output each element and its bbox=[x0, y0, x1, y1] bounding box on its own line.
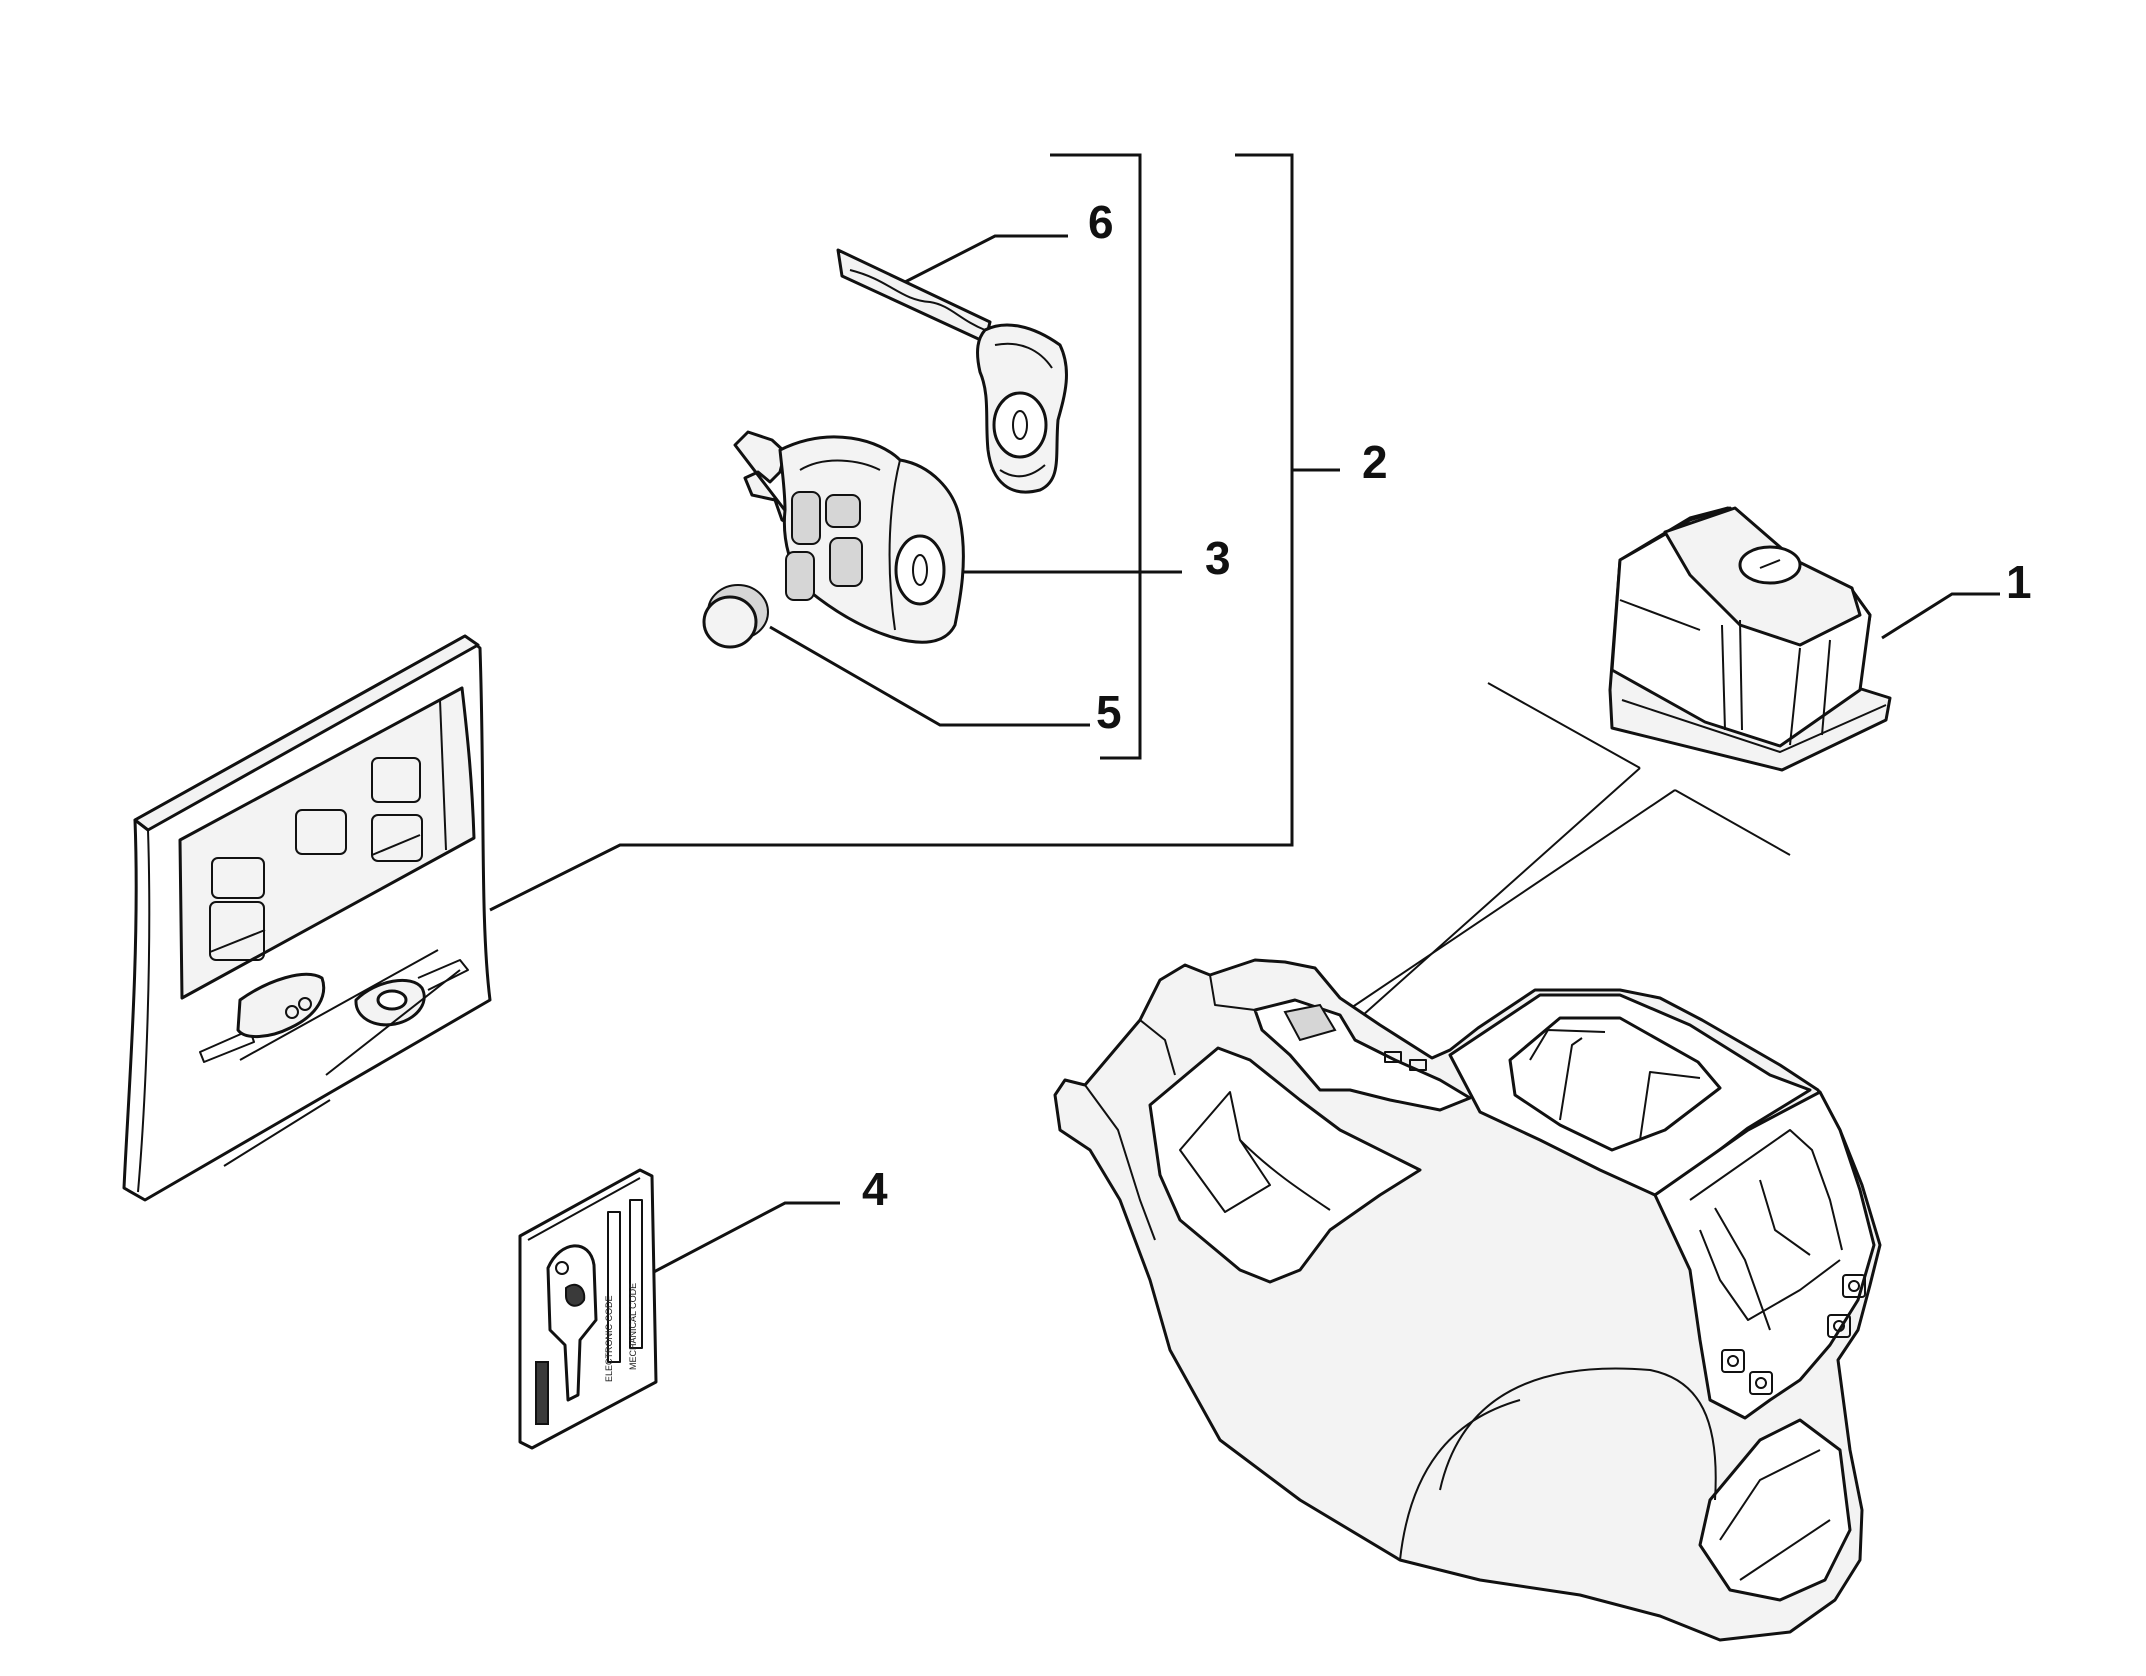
code-card: ELECTRONIC CODE MECHANICAL CODE bbox=[518, 1168, 658, 1450]
console-guide-lines bbox=[1334, 682, 1791, 1041]
callout-5: 5 bbox=[1096, 686, 1122, 738]
leader-4 bbox=[647, 1201, 840, 1277]
callout-1: 1 bbox=[2006, 556, 2032, 608]
ignition-switch-module bbox=[1608, 506, 1892, 772]
callout-3: 3 bbox=[1205, 532, 1231, 584]
mechanical-code-label: MECHANICAL CODE bbox=[628, 1283, 638, 1370]
key-code-document bbox=[122, 634, 492, 1202]
leader-6 bbox=[904, 234, 1068, 284]
bracket-group-6-3-5 bbox=[1050, 153, 1142, 760]
bracket-group-2 bbox=[489, 153, 1340, 912]
electronic-code-label: ELECTRONIC CODE bbox=[604, 1295, 614, 1382]
leader-5 bbox=[769, 625, 1090, 727]
remote-key-fob bbox=[733, 430, 965, 644]
mechanical-key-blade bbox=[836, 248, 1068, 494]
center-console bbox=[1053, 958, 1882, 1642]
battery-cap bbox=[702, 584, 769, 649]
callout-4: 4 bbox=[862, 1163, 888, 1215]
leader-1 bbox=[1881, 592, 2000, 640]
callout-6: 6 bbox=[1088, 196, 1114, 248]
callout-2: 2 bbox=[1362, 436, 1388, 488]
